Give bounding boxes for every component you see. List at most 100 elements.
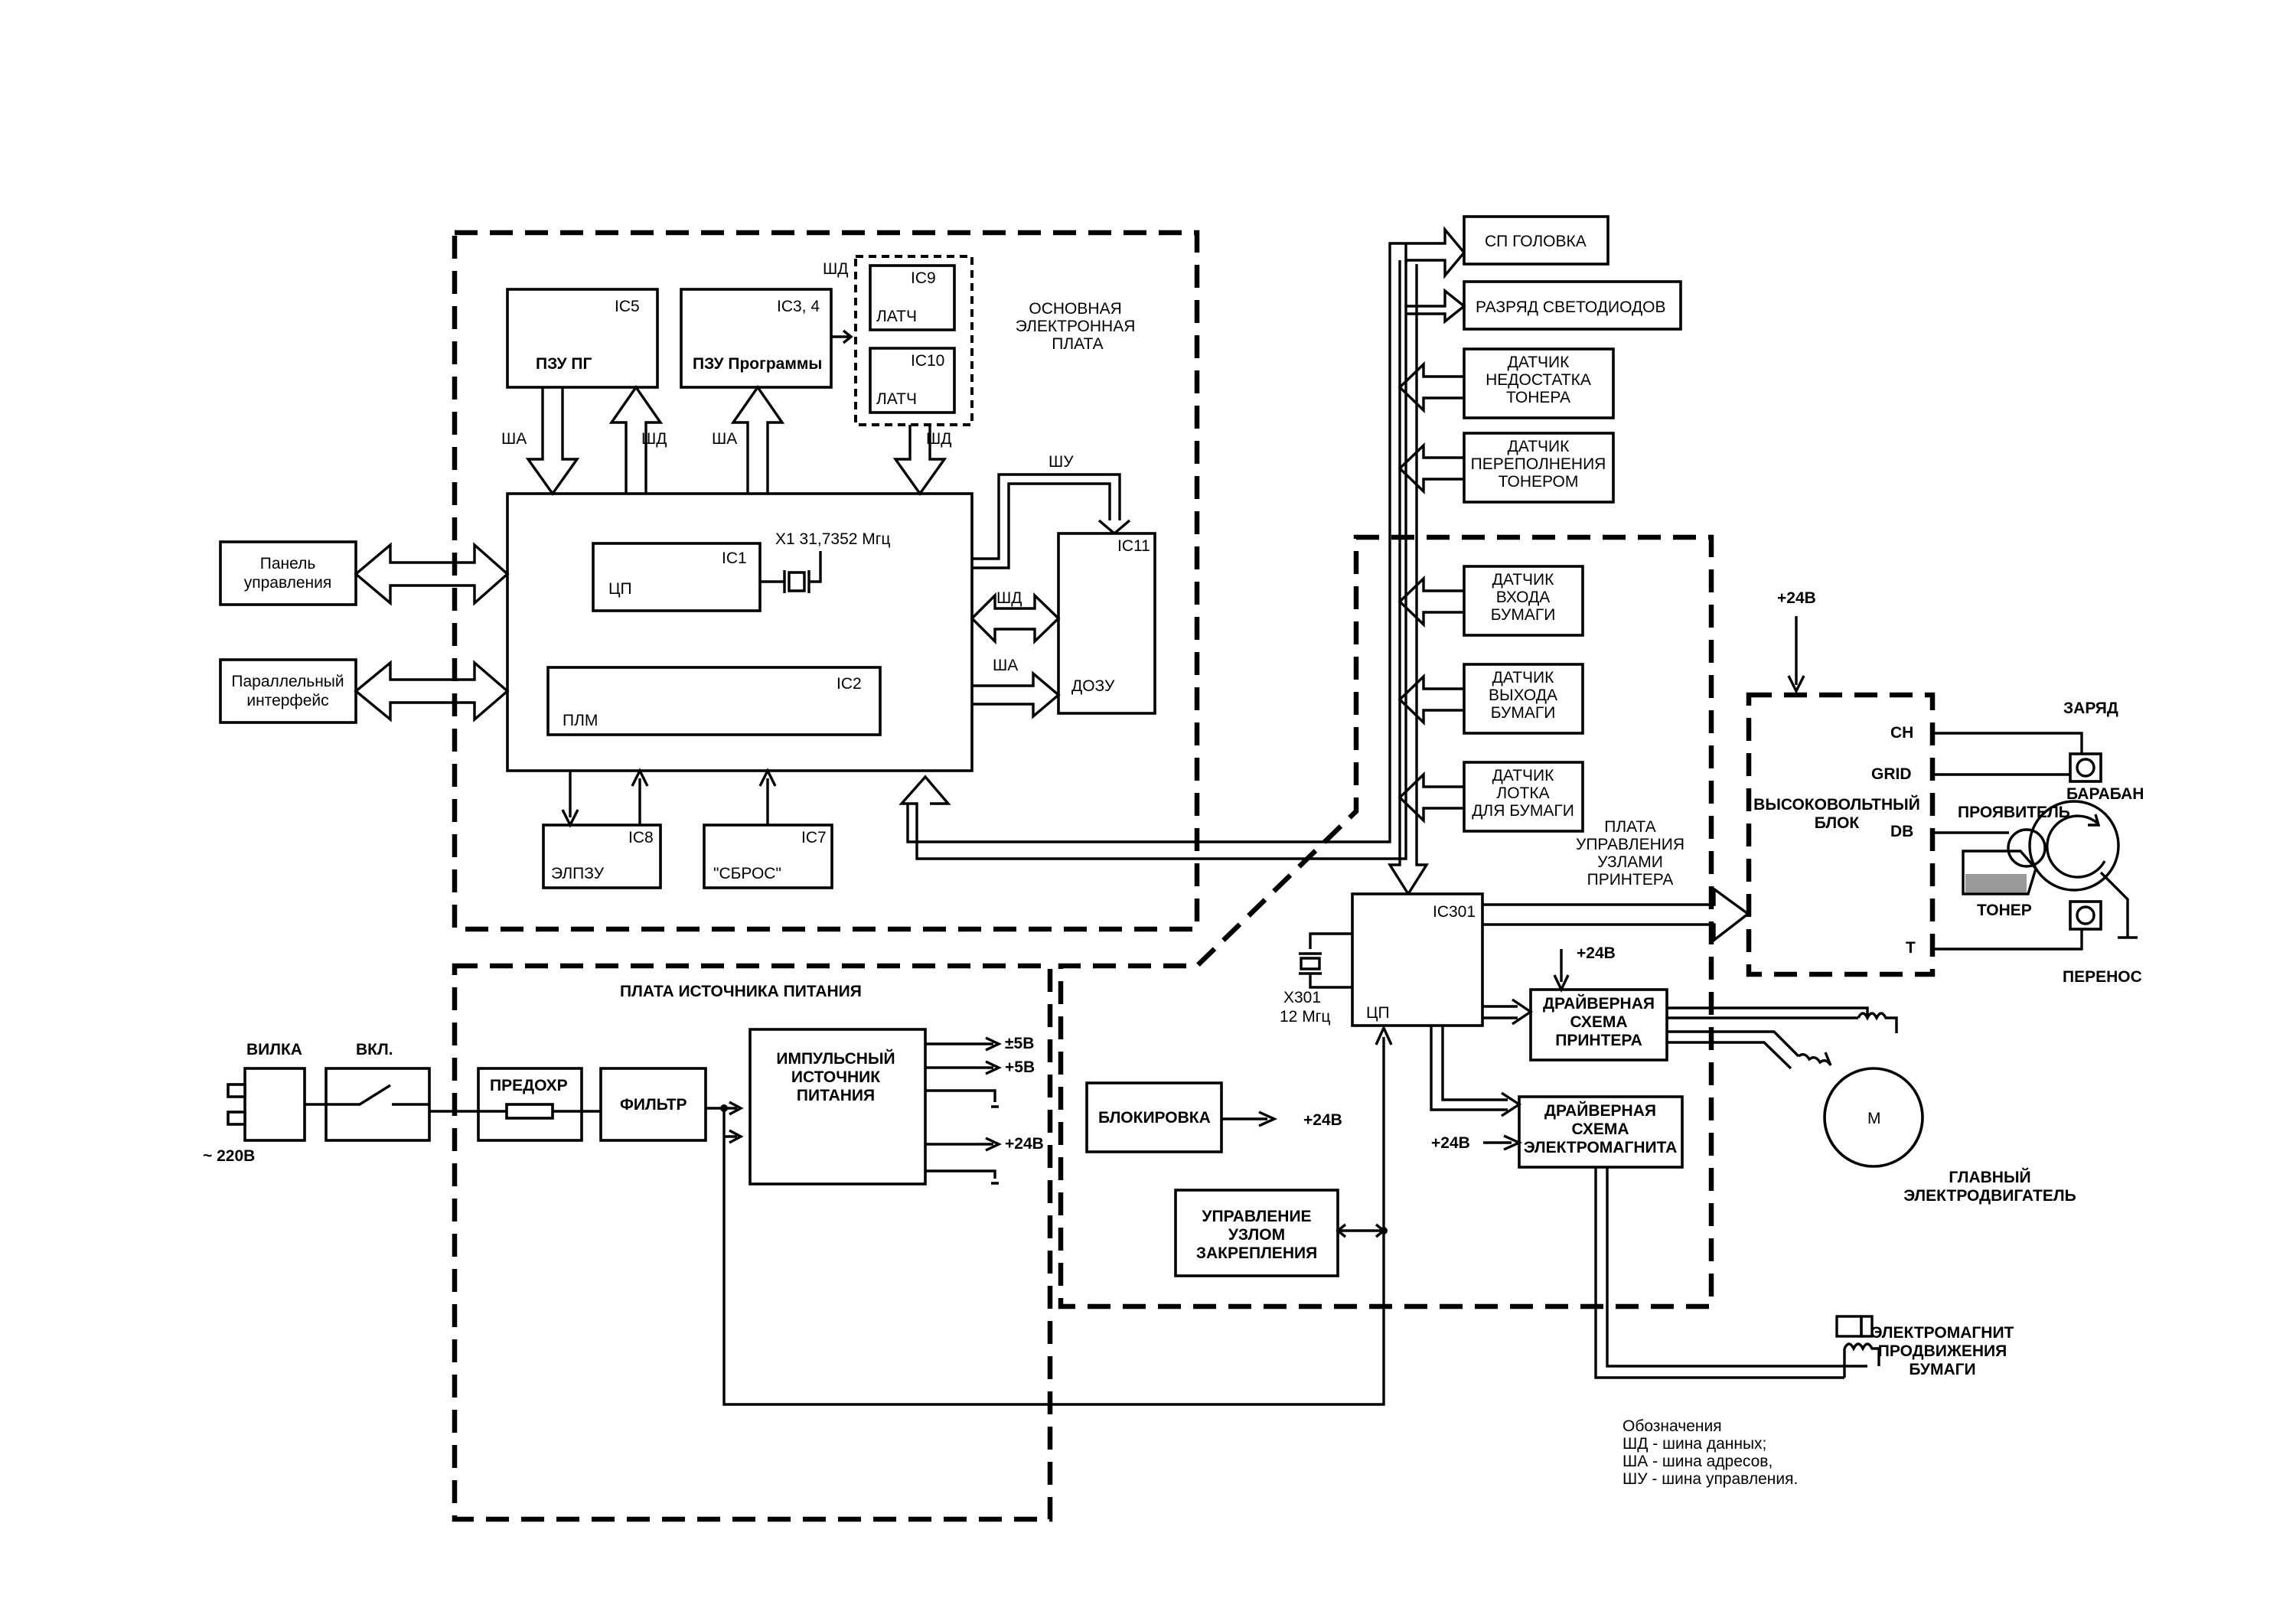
addr-bus-ic11-label: ША: [993, 657, 1018, 674]
ic8-box: [542, 824, 662, 889]
tray-box: [1463, 761, 1584, 833]
ic9-name: ЛАТЧ: [876, 308, 917, 325]
ic11-name: ДОЗУ: [1071, 677, 1115, 695]
ic10-ref: IC10: [911, 352, 944, 370]
ctrl-bus-label: ШУ: [1049, 453, 1074, 471]
motor-symbol: M: [1867, 1110, 1881, 1127]
charge-icon: [2069, 752, 2102, 783]
printer-driver-v-arrow: [1553, 949, 1570, 993]
hv-block-outline: [1746, 692, 1936, 977]
toner-full-box: [1463, 432, 1615, 504]
mains-label: ~ 220В: [203, 1147, 255, 1165]
ic8-arrow-down: [561, 771, 579, 828]
ic301-box: [1351, 892, 1484, 1027]
ic1-ref: IC1: [722, 550, 747, 567]
head-box: [1463, 215, 1609, 266]
lock-out-arrow: [1221, 1111, 1278, 1127]
magnet-driver-out: [1594, 1167, 1867, 1379]
magnet-driver-v-arrow: [1483, 1134, 1523, 1151]
ic1-name: ЦП: [608, 580, 632, 598]
filter-psu-link: [724, 1129, 744, 1144]
transfer-label: ПЕРЕНОС: [2063, 968, 2142, 986]
motor-icon: [1823, 1067, 1924, 1168]
paper-in-arrow: [1397, 575, 1464, 628]
led-label: РАЗРЯД СВЕТОДИОДОВ: [1476, 298, 1666, 316]
ctrl-bus-line: [972, 473, 1131, 569]
ic11-ref: IC11: [1117, 537, 1150, 555]
toner-low-box: [1463, 347, 1615, 419]
magnet-driver-box: [1518, 1095, 1684, 1169]
psu-out-p5-label: +5В: [1005, 1058, 1035, 1076]
power-board-label: ПЛАТА ИСТОЧНИКА ПИТАНИЯ: [620, 983, 862, 1000]
x301-freq: 12 Мгц: [1280, 1008, 1330, 1026]
ic7-box: [703, 824, 833, 889]
power-board-outline: [452, 963, 1053, 1522]
legend-addr: ША - шина адресов,: [1623, 1453, 1773, 1470]
toner-label: ТОНЕР: [1977, 902, 2032, 919]
psu-out-pm5-label: ±5В: [1005, 1035, 1034, 1052]
latch-data-label: ШД: [926, 430, 951, 448]
printer-driver-voltage: +24В: [1577, 944, 1616, 962]
parallel-interface-box: [219, 658, 357, 724]
printer-driver-box: [1529, 988, 1668, 1062]
bus-arrow-ic34-addr: [730, 385, 785, 494]
ic2-ref: IC2: [837, 675, 862, 693]
charge-label: ЗАРЯД: [2063, 700, 2118, 717]
hv-db: DB: [1890, 823, 1913, 840]
led-box: [1463, 280, 1682, 331]
magnet-driver-voltage: +24В: [1431, 1134, 1470, 1152]
filter-return-line: [722, 1024, 1393, 1406]
hv-voltage-arrow: [1787, 616, 1805, 694]
ic10-name: ЛАТЧ: [876, 390, 917, 408]
ic1-box: [592, 542, 762, 612]
lock-out-label: +24В: [1303, 1111, 1342, 1129]
control-board-outline: [1058, 534, 1714, 1310]
plug-icon: [227, 1067, 306, 1142]
switch-label: ВКЛ.: [356, 1041, 393, 1058]
ic7-arrow-up: [758, 768, 777, 825]
fuser-box: [1174, 1189, 1339, 1277]
ic7-ref: IC7: [801, 829, 827, 846]
psu-out-24-label: +24В: [1005, 1135, 1044, 1153]
solenoid-icon: [1835, 1315, 1880, 1378]
hv-voltage-label: +24В: [1777, 589, 1816, 607]
bus-arrow-ic5-addr: [525, 387, 580, 496]
data-bus-ic11-label: ШД: [996, 589, 1022, 607]
legend-data: ШД - шина данных;: [1623, 1435, 1766, 1453]
ic11-box: [1057, 532, 1156, 715]
ic34-box: [680, 288, 833, 389]
fuse-label: ПРЕДОХР: [490, 1077, 568, 1094]
parallel-bus-arrow: [354, 660, 510, 722]
control-panel-box: [219, 540, 357, 606]
paper-out-arrow: [1397, 673, 1464, 726]
head-label: СП ГОЛОВКА: [1485, 233, 1587, 250]
psu-gnd-1: [925, 1089, 999, 1108]
hv-t: T: [1906, 939, 1916, 957]
paper-in-box: [1463, 565, 1584, 637]
ic301-ref: IC301: [1433, 903, 1476, 921]
fuse-box: [477, 1067, 583, 1142]
transfer-icon: [2069, 900, 2102, 931]
ic301-to-printer-driver: [1482, 998, 1534, 1026]
ic10-box: [869, 347, 956, 414]
paper-out-box: [1463, 663, 1584, 735]
filter-box: [599, 1067, 707, 1142]
ic2-name: ПЛМ: [563, 712, 598, 729]
psu-out-24: [925, 1137, 1002, 1152]
switch-icon: [305, 1084, 429, 1106]
data-bus-ic11: [970, 592, 1061, 645]
ic2-box: [546, 666, 882, 736]
ic8-arrow-up: [631, 768, 649, 825]
addr-bus-ic11: [972, 670, 1061, 719]
ic5-name: ПЗУ ПГ: [536, 355, 592, 373]
plug-label: ВИЛКА: [246, 1041, 302, 1058]
